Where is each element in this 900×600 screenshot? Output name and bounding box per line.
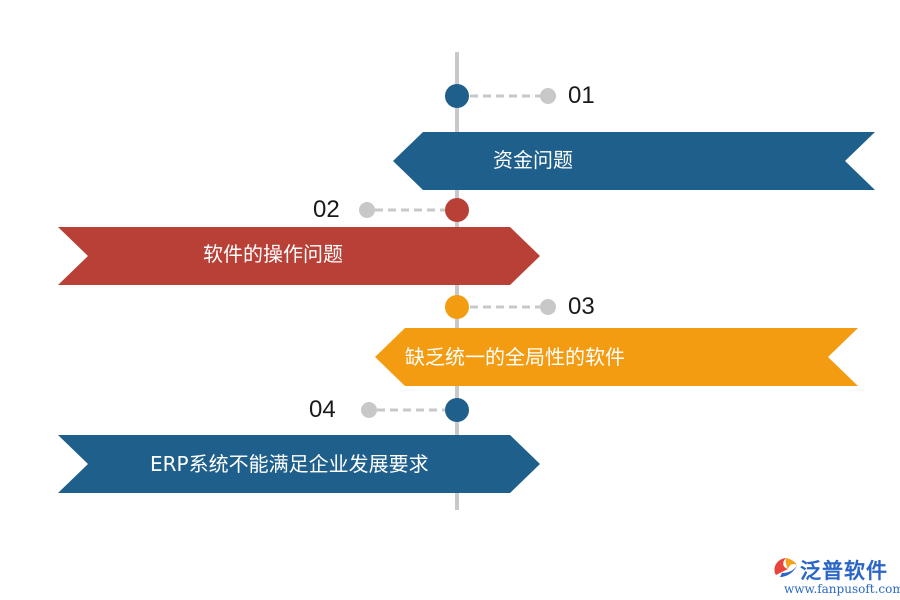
ribbon-label-02: 软件的操作问题 xyxy=(203,242,343,266)
ribbon-label-03: 缺乏统一的全局性的软件 xyxy=(405,345,625,369)
timeline-dot-02 xyxy=(445,198,469,222)
timeline-dot-03 xyxy=(445,295,469,319)
ribbon-01 xyxy=(393,132,875,190)
step-number-02: 02 xyxy=(313,196,340,223)
logo-name: 泛普软件 xyxy=(800,559,888,583)
step-number-04: 04 xyxy=(309,396,336,423)
timeline-dot-04 xyxy=(445,398,469,422)
gray-dot-01 xyxy=(540,88,556,104)
step-number-03: 03 xyxy=(568,293,595,320)
ribbon-02 xyxy=(58,227,540,285)
step-number-01: 01 xyxy=(568,82,595,109)
timeline-dot-01 xyxy=(445,84,469,108)
ribbon-label-01: 资金问题 xyxy=(493,148,573,172)
ribbon-04 xyxy=(58,435,540,493)
gray-dot-02 xyxy=(359,202,375,218)
ribbon-03 xyxy=(375,328,858,386)
logo-url: www.fanpusoft.com xyxy=(784,582,900,596)
gray-dot-03 xyxy=(540,299,556,315)
ribbon-label-04: ERP系统不能满足企业发展要求 xyxy=(150,452,429,476)
gray-dot-04 xyxy=(361,402,377,418)
logo-icon xyxy=(774,558,797,577)
brand-logo: 泛普软件 www.fanpusoft.com xyxy=(770,555,900,600)
